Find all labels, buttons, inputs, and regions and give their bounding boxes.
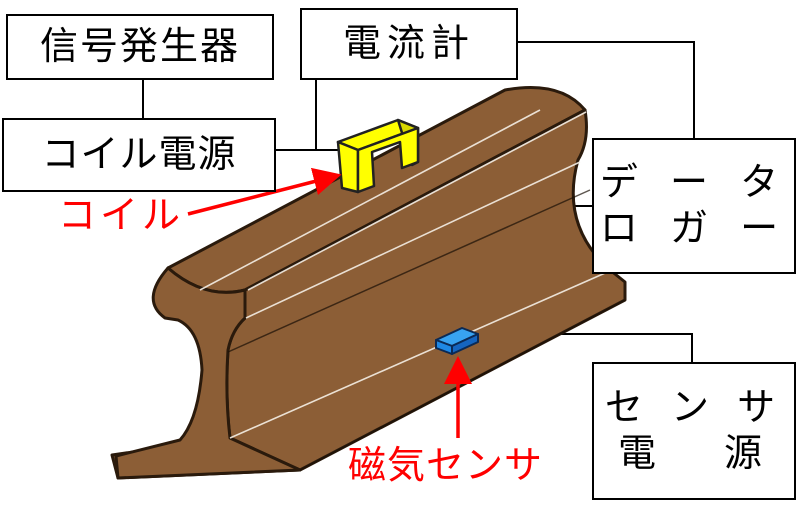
sensor-power-label-line2: 電 源 <box>617 431 771 475</box>
ammeter-label: 電流計 <box>342 21 475 66</box>
magnetic-sensor-callout-label: 磁気センサ <box>348 443 544 487</box>
arrow-to-coil <box>187 167 342 216</box>
sensor-side <box>451 333 479 355</box>
rail <box>110 86 627 480</box>
data-logger-box: デ ー タ ロ ガ ー <box>592 138 796 274</box>
data-logger-label-line1: デ ー タ <box>599 160 789 205</box>
signal-generator-box: 信号発生器 <box>6 14 274 80</box>
coil-power-label: コイル電源 <box>41 132 237 177</box>
sensor-power-box: セ ン サ 電 源 <box>592 362 796 500</box>
callout-arrows <box>187 167 472 438</box>
sensor-power-label-line1: セ ン サ <box>604 385 784 430</box>
data-logger-label-line2: ロ ガ ー <box>599 206 789 250</box>
wire-ammeter-to-logger <box>518 41 695 138</box>
coil-bridge <box>356 126 420 194</box>
coil-power-box: コイル電源 <box>2 118 276 192</box>
sensor-block <box>435 327 479 355</box>
ammeter-box: 電流計 <box>300 8 518 80</box>
coil-callout-label: コイル <box>58 193 185 237</box>
coil-front <box>336 140 360 194</box>
signal-generator-label: 信号発生器 <box>39 24 240 69</box>
